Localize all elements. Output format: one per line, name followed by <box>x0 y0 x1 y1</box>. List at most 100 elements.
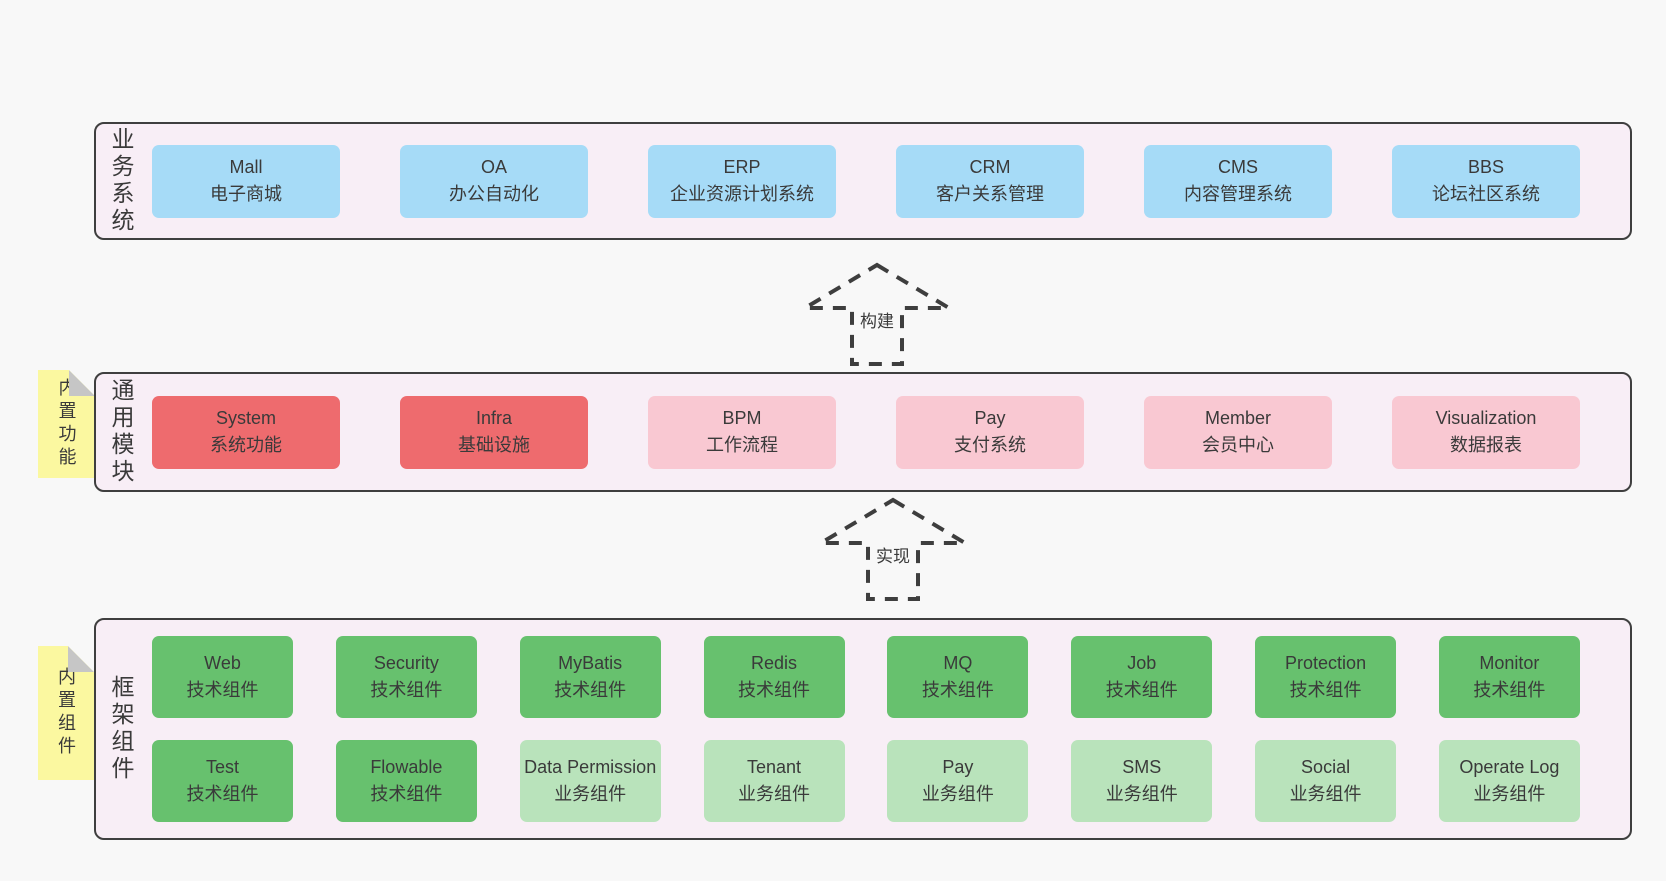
module-subtitle: 业务组件 <box>738 784 811 804</box>
module-box-bpm: BPM 工作流程 <box>648 395 836 469</box>
module-subtitle: 工作流程 <box>706 435 778 455</box>
module-name: Data Permission <box>524 757 657 777</box>
module-box-bbs: BBS 论坛社区系统 <box>1392 144 1580 218</box>
module-subtitle: 技术组件 <box>1289 680 1362 700</box>
sticky-note-label: 内置组件 <box>56 667 76 759</box>
module-subtitle: 技术组件 <box>370 680 443 700</box>
band-label: 框架组件 <box>108 675 134 783</box>
module-box-crm: CRM 客户关系管理 <box>896 144 1084 218</box>
module-name: Protection <box>1285 653 1367 673</box>
module-box-mq: MQ 技术组件 <box>887 636 1029 718</box>
module-subtitle: 基础设施 <box>458 435 530 455</box>
module-subtitle: 业务组件 <box>554 784 627 804</box>
module-name: Monitor <box>1479 653 1540 673</box>
module-name: Infra <box>475 408 513 428</box>
arrow-implement-label: 实现 <box>873 541 913 568</box>
module-box-infra: Infra 基础设施 <box>400 395 588 469</box>
module-subtitle: 技术组件 <box>554 680 627 700</box>
module-name: Security <box>373 653 439 673</box>
module-subtitle: 技术组件 <box>186 784 259 804</box>
module-box-social: Social 业务组件 <box>1255 740 1397 822</box>
dashed-up-arrow-icon <box>818 497 968 601</box>
module-box-flowable: Flowable 技术组件 <box>335 740 477 822</box>
module-box-cms: CMS 内容管理系统 <box>1144 144 1332 218</box>
module-box-pay: Pay 支付系统 <box>896 395 1084 469</box>
module-name: CRM <box>969 157 1011 177</box>
module-name: SMS <box>1122 757 1162 777</box>
module-box-redis: Redis 技术组件 <box>703 636 845 718</box>
module-name: BPM <box>722 408 762 428</box>
module-subtitle: 论坛社区系统 <box>1432 184 1540 204</box>
common-modules-boxes: System 系统功能 Infra 基础设施 BPM 工作流程 Pay 支付系统 Member 会… <box>146 374 1630 490</box>
module-name: Tenant <box>747 757 802 777</box>
arrow-build: 构建 <box>802 262 952 367</box>
module-name: Flowable <box>370 757 443 777</box>
module-subtitle: 支付系统 <box>954 435 1026 455</box>
module-box-job: Job 技术组件 <box>1071 636 1213 718</box>
module-subtitle: 业务组件 <box>1473 784 1546 804</box>
module-name: MyBatis <box>558 653 623 673</box>
module-subtitle: 客户关系管理 <box>936 184 1044 204</box>
module-subtitle: 业务组件 <box>1289 784 1362 804</box>
module-subtitle: 业务组件 <box>921 784 994 804</box>
module-name: Visualization <box>1435 408 1537 428</box>
module-name: Pay <box>942 757 974 777</box>
module-subtitle: 电子商城 <box>210 184 282 204</box>
band-label: 业务系统 <box>108 127 134 235</box>
module-box-pay: Pay 业务组件 <box>887 740 1029 822</box>
module-box-monitor: Monitor 技术组件 <box>1438 636 1580 718</box>
module-subtitle: 技术组件 <box>1473 680 1546 700</box>
module-subtitle: 技术组件 <box>186 680 259 700</box>
module-box-system: System 系统功能 <box>152 395 340 469</box>
dashed-up-arrow-icon <box>802 262 952 366</box>
module-box-security: Security 技术组件 <box>335 636 477 718</box>
module-name: CMS <box>1218 157 1258 177</box>
module-box-visualization: Visualization 数据报表 <box>1392 395 1580 469</box>
module-subtitle: 业务组件 <box>1105 784 1178 804</box>
module-box-test: Test 技术组件 <box>152 740 293 822</box>
sticky-note-builtin-components: 内置组件 <box>38 646 94 780</box>
band-label: 通用模块 <box>108 378 134 486</box>
module-name: Social <box>1301 757 1351 777</box>
module-name: Test <box>205 757 239 777</box>
sticky-note-label: 内置功能 <box>56 378 77 470</box>
module-name: System <box>215 408 276 428</box>
module-box-protection: Protection 技术组件 <box>1255 636 1397 718</box>
module-box-sms: SMS 业务组件 <box>1071 740 1213 822</box>
sticky-note-builtin-features: 内置功能 <box>38 370 95 478</box>
module-subtitle: 系统功能 <box>210 435 282 455</box>
module-name: Member <box>1204 408 1271 428</box>
module-subtitle: 数据报表 <box>1450 435 1522 455</box>
module-name: ERP <box>723 157 761 177</box>
module-box-mybatis: MyBatis 技术组件 <box>519 636 661 718</box>
module-name: BBS <box>1467 157 1505 177</box>
module-subtitle: 技术组件 <box>921 680 994 700</box>
module-name: Pay <box>974 408 1006 428</box>
band-common-modules: 通用模块 System 系统功能 Infra 基础设施 BPM 工作流程 Pay 支付系统 Me… <box>94 372 1632 492</box>
module-name: Job <box>1127 653 1157 673</box>
module-name: Mall <box>229 157 263 177</box>
module-subtitle: 会员中心 <box>1202 435 1274 455</box>
module-name: MQ <box>943 653 973 673</box>
module-subtitle: 技术组件 <box>370 784 443 804</box>
module-subtitle: 技术组件 <box>1105 680 1178 700</box>
module-box-mall: Mall 电子商城 <box>152 144 340 218</box>
module-subtitle: 技术组件 <box>738 680 811 700</box>
module-box-member: Member 会员中心 <box>1144 395 1332 469</box>
module-name: Redis <box>751 653 798 673</box>
module-subtitle: 内容管理系统 <box>1184 184 1292 204</box>
module-box-tenant: Tenant 业务组件 <box>703 740 845 822</box>
module-name: OA <box>480 157 507 177</box>
module-box-data-permission: Data Permission 业务组件 <box>519 740 661 822</box>
